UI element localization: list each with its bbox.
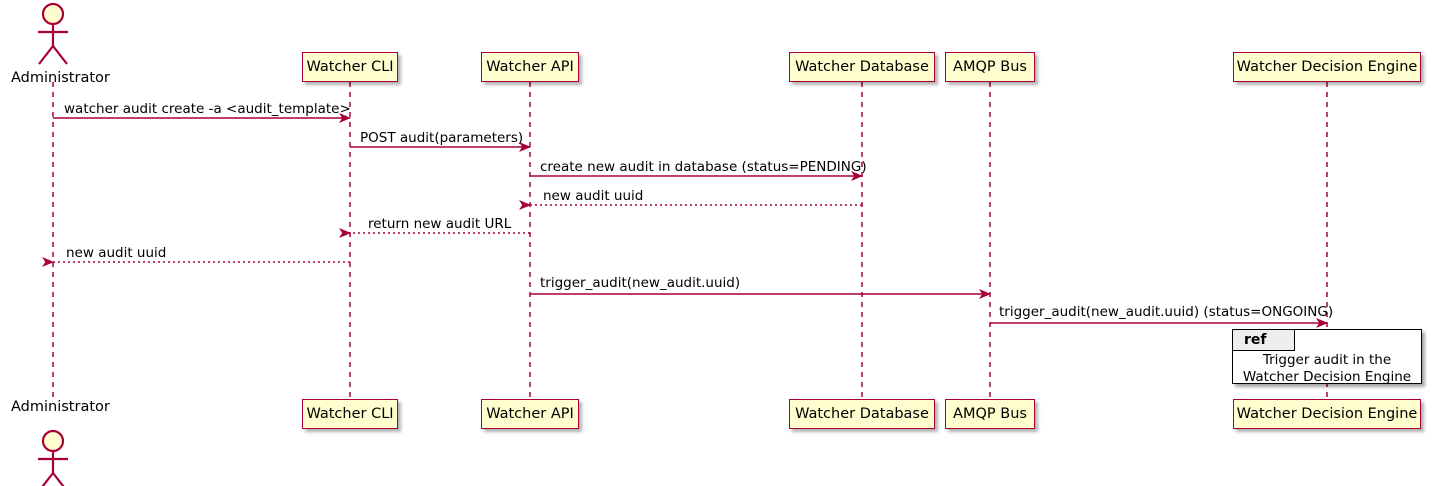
message-label-6: trigger_audit(new_audit.uuid) (540, 275, 741, 291)
message-label-3: new audit uuid (543, 188, 644, 204)
message-label-1: POST audit(parameters) (360, 130, 524, 146)
participant-box-bottom-watcher-cli[interactable]: Watcher CLI (302, 399, 398, 429)
message-label-0: watcher audit create -a <audit_template> (64, 101, 351, 117)
message-label-2: create new audit in database (status=PEN… (540, 159, 867, 175)
participant-box-bottom-amqp-bus[interactable]: AMQP Bus (945, 399, 1035, 429)
ref-fragment (1232, 329, 1422, 384)
actor-figure-bottom-administrator (38, 429, 68, 486)
actor-figure-top-administrator (38, 2, 68, 65)
participant-box-bottom-decision-engine[interactable]: Watcher Decision Engine (1233, 399, 1421, 429)
actor-label-bottom-administrator: Administrator (11, 399, 110, 415)
message-label-5: new audit uuid (66, 245, 167, 261)
lifelines-group (52, 82, 1328, 399)
participant-box-bottom-watcher-db[interactable]: Watcher Database (789, 399, 935, 429)
participant-box-top-watcher-api[interactable]: Watcher API (481, 52, 579, 82)
participant-box-top-watcher-db[interactable]: Watcher Database (789, 52, 935, 82)
message-arrows-group (42, 113, 1328, 328)
ref-fragment-body: Trigger audit in the Watcher Decision En… (1242, 352, 1412, 385)
participant-box-bottom-watcher-api[interactable]: Watcher API (481, 399, 579, 429)
ref-fragment-tab (1233, 330, 1295, 351)
participant-box-top-watcher-cli[interactable]: Watcher CLI (302, 52, 398, 82)
participant-box-top-amqp-bus[interactable]: AMQP Bus (945, 52, 1035, 82)
participant-box-top-decision-engine[interactable]: Watcher Decision Engine (1233, 52, 1421, 82)
ref-fragment-tab-label: ref (1244, 332, 1267, 348)
actor-figures-group (38, 2, 68, 486)
actor-label-top-administrator: Administrator (11, 70, 110, 86)
message-label-7: trigger_audit(new_audit.uuid) (status=ON… (999, 304, 1334, 320)
message-label-4: return new audit URL (368, 216, 512, 232)
